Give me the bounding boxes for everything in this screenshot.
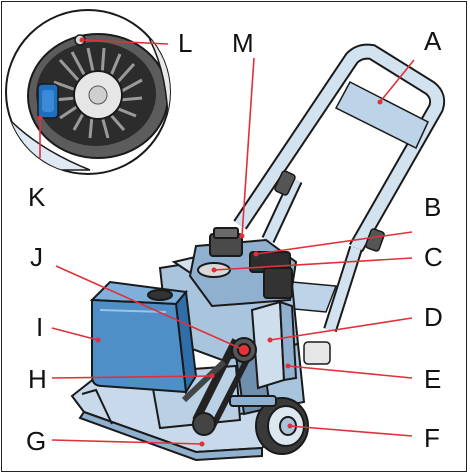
label-k: K — [28, 182, 46, 212]
label-g: G — [26, 426, 47, 456]
leader-line-d — [269, 317, 413, 341]
label-i: I — [36, 312, 44, 342]
leader-line-g — [51, 439, 203, 445]
leader-lines — [37, 37, 415, 447]
leader-line-h — [51, 375, 213, 379]
leader-line-f — [289, 425, 413, 437]
leader-dot-c — [211, 267, 217, 273]
leader-dot-b — [253, 251, 259, 257]
leader-dot-l — [79, 37, 85, 43]
throttle-lever — [181, 359, 227, 403]
leader-line-e — [287, 365, 413, 379]
belt-guard — [250, 300, 298, 390]
label-b: B — [424, 192, 442, 222]
leader-dot-k — [37, 115, 43, 121]
engine-top — [188, 227, 298, 308]
leader-dot-g — [199, 441, 205, 447]
leader-dot-e — [285, 363, 291, 369]
label-f: F — [424, 423, 440, 453]
label-a: A — [424, 26, 442, 56]
leader-dot-m — [239, 233, 245, 239]
leader-dot-h — [209, 373, 215, 379]
label-m: M — [232, 28, 254, 58]
leader-line-m — [241, 57, 255, 237]
leader-dot-i — [95, 337, 101, 343]
label-l: L — [178, 28, 193, 58]
leader-line-l — [81, 39, 169, 45]
label-c: C — [424, 242, 443, 272]
leader-line-i — [51, 327, 99, 341]
starter-inset — [5, 9, 171, 175]
label-e: E — [424, 364, 442, 394]
label-h: H — [28, 364, 47, 394]
label-j: J — [30, 242, 43, 272]
leader-line-b — [255, 231, 413, 255]
leader-line-a — [379, 59, 415, 103]
leader-dot-f — [287, 423, 293, 429]
leader-dot-a — [377, 99, 383, 105]
water-tank — [89, 280, 198, 395]
leader-line-j — [55, 265, 245, 351]
leader-dot-j — [241, 347, 247, 353]
leader-line-c — [213, 257, 413, 271]
leader-dot-d — [267, 337, 273, 343]
label-d: D — [424, 302, 443, 332]
